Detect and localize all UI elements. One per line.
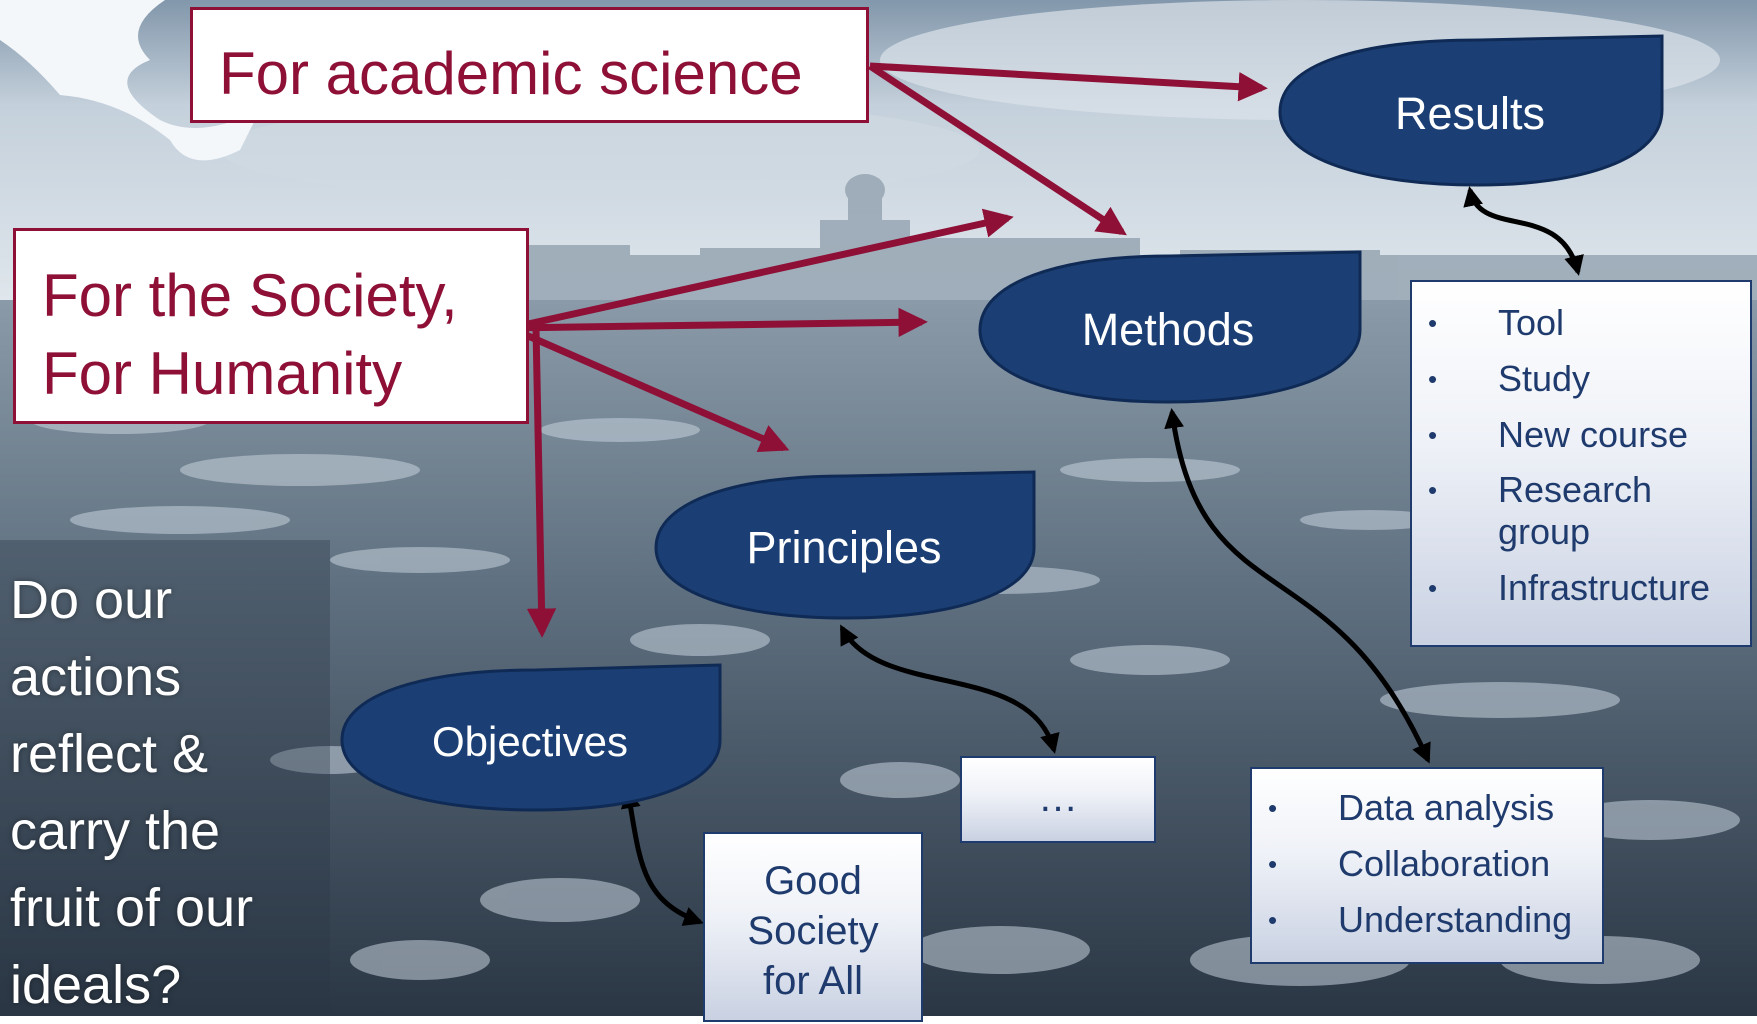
- objectives-shape: [340, 663, 722, 812]
- list-item: Data analysis: [1252, 787, 1602, 829]
- arrow-academic-to-results: [869, 62, 1268, 102]
- principles-label: Principles: [746, 522, 942, 573]
- link-objectives-box: [620, 788, 704, 926]
- methods-label: Methods: [1081, 304, 1255, 355]
- methods-list-box: Data analysis Collaboration Understandin…: [1250, 767, 1604, 964]
- academic-science-label: For academic science: [219, 40, 803, 107]
- principles-placeholder-box: …: [960, 756, 1156, 843]
- humanity-label: For Humanity: [42, 340, 403, 407]
- results-label: Results: [1394, 88, 1546, 139]
- list-item: Research group: [1412, 469, 1750, 553]
- ellipsis-text: …: [1038, 776, 1078, 820]
- arrow-academic-to-methods: [868, 63, 1127, 236]
- link-results-list: [1463, 186, 1584, 276]
- methods-shape: [978, 250, 1362, 404]
- results-list: Tool Study New course Research group Inf…: [1412, 302, 1750, 609]
- methods-list: Data analysis Collaboration Understandin…: [1252, 787, 1602, 940]
- list-item: Collaboration: [1252, 843, 1602, 885]
- arrow-society-to-objectives: [526, 327, 557, 638]
- link-principles-box: [839, 624, 1060, 754]
- arrow-society-to-methods: [509, 307, 928, 338]
- list-item: Understanding: [1252, 899, 1602, 941]
- good-society-box: Good Society for All: [703, 832, 923, 1022]
- list-item: New course: [1412, 414, 1750, 456]
- question-text: Do our actions reflect & carry the fruit…: [10, 570, 254, 1015]
- objectives-label: Objectives: [431, 718, 629, 765]
- arrow-society-to-principles: [508, 324, 790, 453]
- society-humanity-box: For the Society, For Humanity: [13, 228, 529, 424]
- good-society-text: Good Society for All: [747, 859, 879, 1003]
- cloud-shape: [0, 0, 260, 161]
- academic-science-box: For academic science: [190, 7, 869, 123]
- arrow-society-to-methods-top: [509, 208, 1014, 332]
- list-item: Tool: [1412, 302, 1750, 344]
- list-item: Study: [1412, 358, 1750, 400]
- link-methods-list: [1164, 408, 1431, 764]
- list-item: Infrastructure: [1412, 567, 1750, 609]
- results-list-box: Tool Study New course Research group Inf…: [1410, 280, 1752, 647]
- principles-shape: [654, 470, 1036, 620]
- society-label: For the Society,: [42, 262, 458, 329]
- results-shape: [1278, 34, 1664, 187]
